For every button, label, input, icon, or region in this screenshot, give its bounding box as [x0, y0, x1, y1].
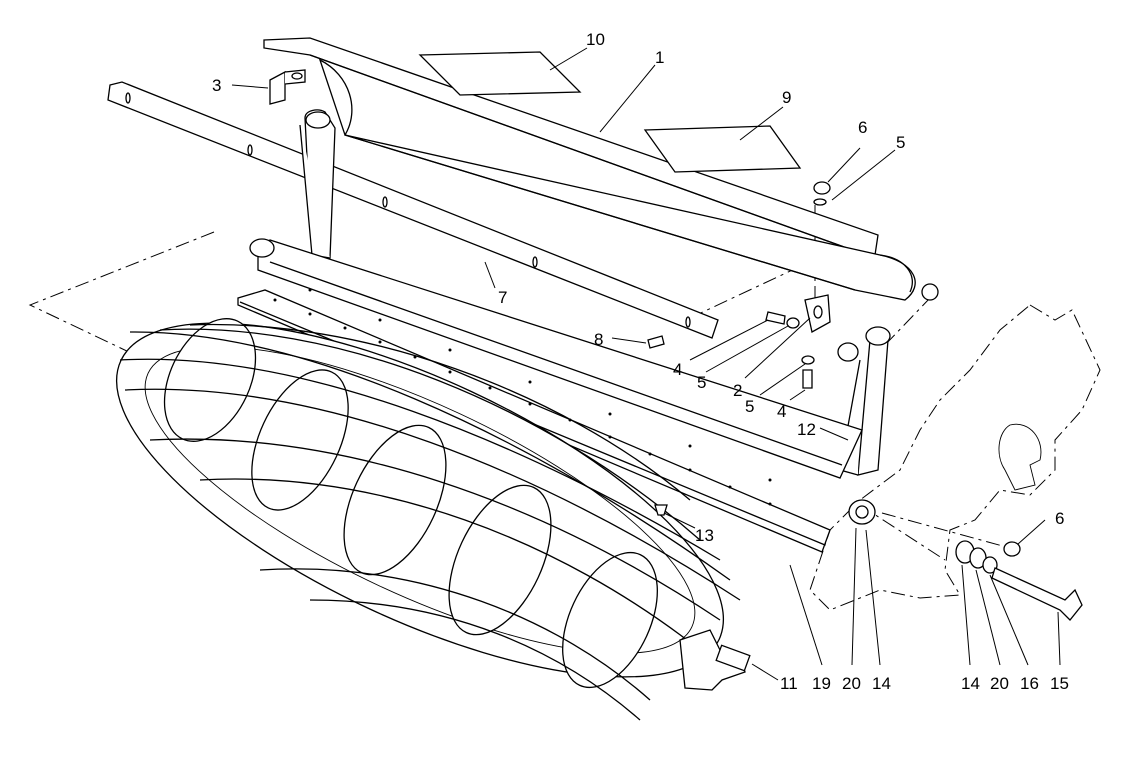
washer-5-top	[813, 198, 827, 206]
hardware	[647, 181, 1083, 621]
callout-13: 13	[695, 526, 714, 545]
callout-10: 10	[586, 30, 605, 49]
leader-lines	[231, 47, 1061, 681]
callout-labels: 10 1 9 3 6 5 7 8 4 5 2 5 4 12 13 6 11 19…	[212, 30, 1069, 693]
callout-2: 2	[733, 381, 742, 400]
screw-13	[654, 504, 668, 516]
bolt-4-lower	[802, 369, 813, 389]
callout-14-left: 14	[872, 674, 891, 693]
bolt-4-upper	[765, 311, 786, 325]
nut-6-right	[1003, 541, 1021, 557]
washer-5-mid	[786, 317, 800, 329]
side-plate	[809, 304, 1101, 611]
decal-9	[643, 125, 802, 173]
decal-10	[418, 51, 582, 96]
nut-6-top	[813, 181, 831, 195]
callout-12: 12	[797, 420, 816, 439]
callout-3: 3	[212, 76, 221, 95]
bracket-2	[804, 294, 831, 333]
bolt-15	[991, 567, 1083, 621]
callout-5-low: 5	[745, 397, 754, 416]
bedknife-holder	[249, 238, 863, 479]
callout-20-right: 20	[990, 674, 1009, 693]
top-shield	[263, 37, 916, 301]
callout-6-right: 6	[1055, 509, 1064, 528]
callout-1: 1	[655, 48, 664, 67]
decals	[418, 51, 802, 173]
bracket-3	[269, 69, 306, 105]
callout-7: 7	[498, 288, 507, 307]
callout-4-lower: 4	[777, 402, 786, 421]
callout-5-top: 5	[896, 133, 905, 152]
reel	[115, 318, 751, 721]
callout-20-left: 20	[842, 674, 861, 693]
callout-19: 19	[812, 674, 831, 693]
bolt-8	[647, 335, 665, 349]
callout-4-upper: 4	[673, 360, 682, 379]
reel-blades	[119, 323, 741, 721]
washer-5-low	[801, 355, 815, 365]
callout-15: 15	[1050, 674, 1069, 693]
callout-9: 9	[782, 88, 791, 107]
callout-14-right: 14	[961, 674, 980, 693]
spacer-16	[982, 556, 998, 574]
callout-16: 16	[1020, 674, 1039, 693]
callout-5-mid: 5	[697, 373, 706, 392]
callout-11: 11	[780, 674, 798, 693]
callout-8: 8	[594, 330, 603, 349]
long-strip	[107, 81, 719, 339]
callout-6-top: 6	[858, 118, 867, 137]
